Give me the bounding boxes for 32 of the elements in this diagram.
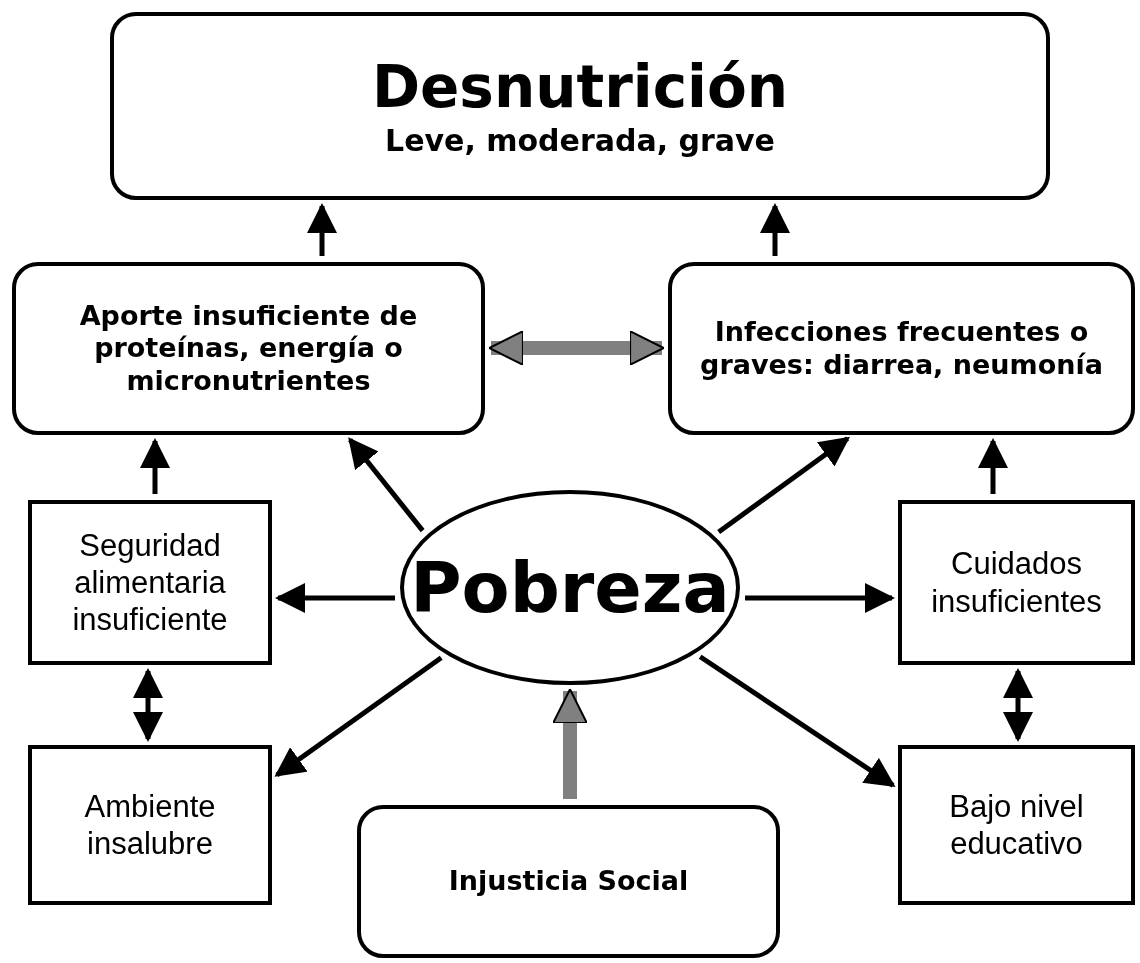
node-label: Ambiente insalubre	[83, 787, 217, 863]
cause-box	[668, 262, 1135, 435]
node-label: Aporte insuficiente de proteínas, energía o micronutrientes	[78, 299, 419, 398]
node-subtitle: Leve, moderada, grave	[384, 122, 776, 159]
node-label: Infecciones frecuentes o graves: diarrea, neumonía	[699, 316, 1104, 381]
arrow	[348, 437, 425, 533]
factor-box	[28, 500, 272, 665]
node-label: Bajo nivel educativo	[948, 787, 1085, 863]
arrow	[133, 668, 163, 742]
arrow	[1003, 668, 1033, 742]
node-label: Cuidados insuficientes	[930, 545, 1103, 620]
arrow	[274, 655, 443, 778]
cause-box	[12, 262, 485, 435]
factor-box	[28, 745, 272, 905]
arrow	[307, 203, 337, 256]
arrow	[745, 583, 895, 613]
root-cause-box	[357, 805, 780, 958]
arrow	[140, 438, 170, 494]
title-box	[110, 12, 1050, 200]
factor-box	[898, 500, 1135, 665]
factor-box	[898, 745, 1135, 905]
block-arrow	[552, 688, 588, 799]
arrow	[717, 436, 850, 534]
arrow	[275, 583, 395, 613]
arrow	[760, 203, 790, 256]
arrow	[978, 438, 1008, 494]
arrow	[698, 654, 896, 788]
block-arrow	[488, 330, 665, 366]
node-label: Desnutrición	[370, 53, 790, 123]
node-label: Injusticia Social	[447, 865, 690, 898]
node-label: Pobreza	[409, 545, 731, 630]
node-label: Seguridad alimentaria insuficiente	[71, 526, 229, 639]
